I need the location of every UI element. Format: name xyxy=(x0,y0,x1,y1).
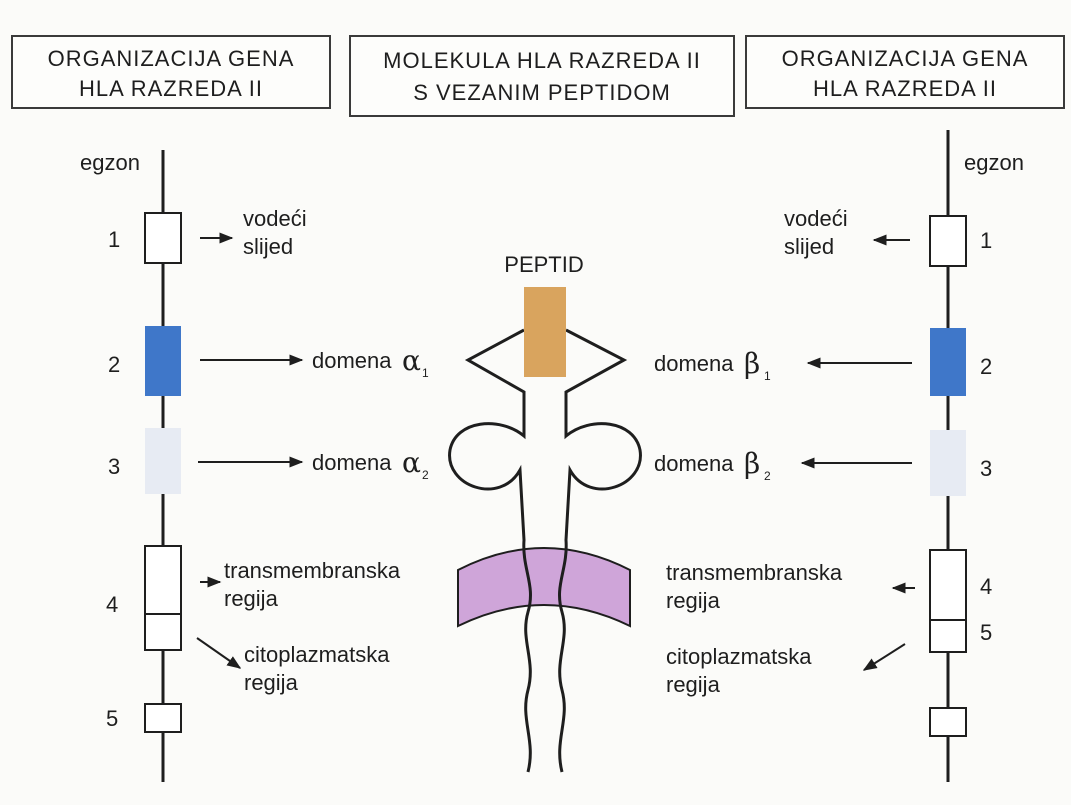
right-beta1-label: domena xyxy=(654,351,734,376)
header-center: MOLEKULA HLA RAZREDA II S VEZANIM PEPTID… xyxy=(349,35,735,117)
left-exon-num-4: 4 xyxy=(106,592,118,617)
right-exon-4 xyxy=(929,549,967,621)
right-tm-label-1: transmembranska xyxy=(666,560,843,585)
right-leader-label-2: slijed xyxy=(784,234,834,259)
header-right-line2: HLA RAZREDA II xyxy=(813,76,997,101)
header-left-line1: ORGANIZACIJA GENA xyxy=(48,46,295,71)
header-right-line1: ORGANIZACIJA GENA xyxy=(782,46,1029,71)
peptide-label: PEPTID xyxy=(504,252,583,277)
right-exon-1 xyxy=(929,215,967,267)
header-left-line2: HLA RAZREDA II xyxy=(79,76,263,101)
left-exon-1 xyxy=(144,212,182,264)
left-egzon-label: egzon xyxy=(80,150,140,175)
left-exon-2 xyxy=(145,326,181,396)
left-exon-num-2: 2 xyxy=(108,352,120,377)
cell-membrane xyxy=(457,547,631,628)
header-right: ORGANIZACIJA GENA HLA RAZREDA II xyxy=(745,35,1065,109)
right-exon-num-1: 1 xyxy=(980,228,992,253)
left-cyto-label-1: citoplazmatska xyxy=(244,642,390,667)
right-exon-3 xyxy=(930,430,966,496)
left-exon-4 xyxy=(144,545,182,615)
right-exon-num-4: 4 xyxy=(980,574,992,599)
right-cyto-arrow xyxy=(862,643,906,671)
right-cyto-label-2: regija xyxy=(666,672,721,697)
left-leader-label-1: vodeći xyxy=(243,206,307,231)
left-gene: egzon 1 2 3 4 5 vodeći slijed domena α 1… xyxy=(80,150,429,782)
beta-chain xyxy=(558,328,642,773)
header-center-line1: MOLEKULA HLA RAZREDA II xyxy=(383,48,701,73)
left-exon-4b xyxy=(144,613,182,651)
left-cyto-label-2: regija xyxy=(244,670,299,695)
alpha1-subscript: 1 xyxy=(422,366,429,380)
right-leader-label-1: vodeći xyxy=(784,206,848,231)
right-beta2-label: domena xyxy=(654,451,734,476)
alpha2-subscript: 2 xyxy=(422,468,429,482)
left-leader-label-2: slijed xyxy=(243,234,293,259)
right-gene: egzon 1 2 3 4 5 vodeći slijed domena β 1… xyxy=(654,130,1024,782)
left-cyto-arrow xyxy=(196,637,242,669)
peptide xyxy=(524,287,566,377)
right-exon-num-2: 2 xyxy=(980,354,992,379)
beta2-subscript: 2 xyxy=(764,469,771,483)
left-tm-label-1: transmembranska xyxy=(224,558,401,583)
left-alpha2-label: domena xyxy=(312,450,392,475)
alpha-chain xyxy=(448,328,532,773)
left-tm-label-2: regija xyxy=(224,586,279,611)
alpha2-symbol: α xyxy=(402,446,421,479)
header-center-line2: S VEZANIM PEPTIDOM xyxy=(413,80,671,105)
hla-molecule: PEPTID xyxy=(448,252,642,773)
beta1-symbol: β xyxy=(744,347,760,380)
left-exon-num-1: 1 xyxy=(108,227,120,252)
right-egzon-label: egzon xyxy=(964,150,1024,175)
left-alpha1-label: domena xyxy=(312,348,392,373)
right-exon-5 xyxy=(929,619,967,653)
right-exon-num-3: 3 xyxy=(980,456,992,481)
left-exon-3 xyxy=(145,428,181,494)
header-left: ORGANIZACIJA GENA HLA RAZREDA II xyxy=(11,35,331,109)
left-exon-num-3: 3 xyxy=(108,454,120,479)
right-exon-6 xyxy=(929,707,967,737)
left-exon-num-5: 5 xyxy=(106,706,118,731)
right-exon-2 xyxy=(930,328,966,396)
beta1-subscript: 1 xyxy=(764,369,771,383)
alpha1-symbol: α xyxy=(402,344,421,377)
right-tm-label-2: regija xyxy=(666,588,721,613)
beta2-symbol: β xyxy=(744,447,760,480)
right-cyto-label-1: citoplazmatska xyxy=(666,644,812,669)
left-exon-5 xyxy=(144,703,182,733)
right-exon-num-5: 5 xyxy=(980,620,992,645)
